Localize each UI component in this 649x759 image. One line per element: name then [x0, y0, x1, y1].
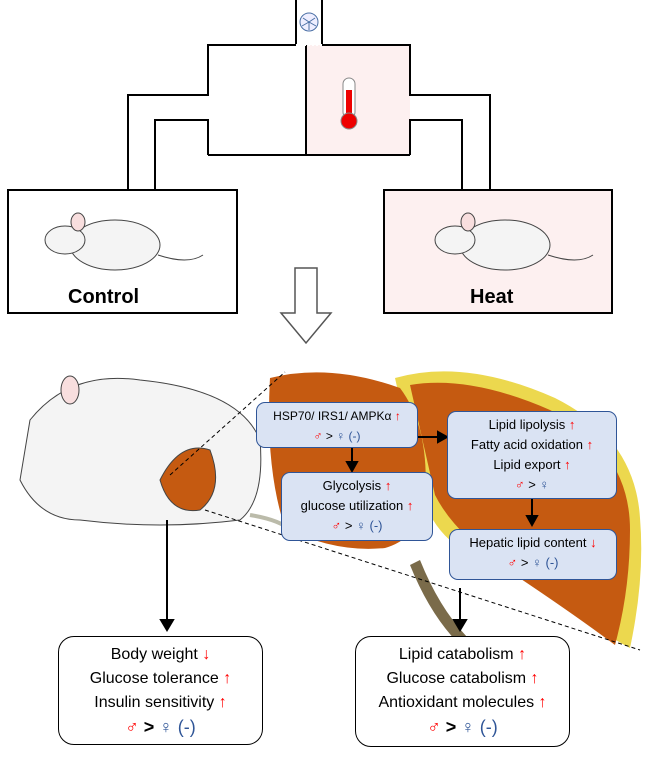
box-line: Lipid catabolism: [398, 646, 514, 663]
down-arrow-icon: ↓: [202, 646, 211, 663]
box-line: HSP70/ IRS1/ AMPKα: [273, 409, 392, 423]
up-arrow-icon: ↑: [218, 694, 227, 711]
sex-note: (-): [177, 717, 196, 737]
control-label: Control: [68, 286, 140, 308]
comparison: >: [143, 717, 155, 737]
female-icon: ♀: [539, 477, 550, 492]
male-icon: ♂: [331, 518, 342, 533]
box-line: glucose utilization: [300, 498, 404, 513]
male-icon: ♂: [125, 717, 139, 737]
mouse-with-liver-icon: [19, 375, 292, 532]
up-arrow-icon: ↑: [406, 498, 414, 513]
box-line: Glucose tolerance: [89, 670, 219, 687]
male-icon: ♂: [514, 477, 525, 492]
sex-note: (-): [348, 429, 361, 443]
fan-icon: [299, 12, 319, 32]
sex-note: (-): [369, 518, 383, 533]
box-line: Lipid export: [493, 457, 561, 472]
hepatic-lipid-box: Hepatic lipid content ↓ ♂ > ♀ (-): [449, 529, 617, 580]
comparison: >: [528, 477, 536, 492]
mouse-icon: [434, 212, 594, 271]
glycolysis-box: Glycolysis ↑ glucose utilization ↑ ♂ > ♀…: [281, 472, 433, 541]
male-icon: ♂: [427, 717, 441, 737]
mouse-icon: [44, 212, 204, 271]
up-arrow-icon: ↑: [586, 437, 594, 452]
chamber-ducts: [7, 0, 613, 314]
liver-summary-box: Lipid catabolism ↑ Glucose catabolism ↑ …: [355, 636, 570, 747]
box-line: Glucose catabolism: [386, 670, 527, 687]
up-arrow-icon: ↑: [394, 409, 401, 423]
up-arrow-icon: ↑: [564, 457, 571, 472]
heat-chamber: [306, 45, 410, 155]
up-arrow-icon: ↑: [223, 670, 232, 687]
female-icon: ♀: [532, 555, 542, 570]
zoom-lines: [169, 371, 641, 651]
comparison: >: [325, 429, 333, 443]
flow-arrows: [159, 430, 539, 632]
comparison: >: [344, 518, 353, 533]
box-line: Body weight: [110, 646, 198, 663]
up-arrow-icon: ↑: [518, 646, 527, 663]
box-line: Glycolysis: [322, 478, 382, 493]
female-icon: ♀: [356, 518, 366, 533]
box-line: Insulin sensitivity: [94, 694, 215, 711]
up-arrow-icon: ↑: [538, 694, 547, 711]
lipid-box: Lipid lipolysis ↑ Fatty acid oxidation ↑…: [447, 411, 617, 499]
female-icon: ♀: [159, 717, 173, 737]
male-icon: ♂: [313, 429, 323, 443]
female-icon: ♀: [336, 429, 346, 443]
up-arrow-icon: ↑: [568, 417, 576, 432]
sex-note: (-): [545, 555, 559, 570]
male-icon: ♂: [507, 555, 518, 570]
box-line: Lipid lipolysis: [488, 417, 566, 432]
box-line: Antioxidant molecules: [378, 694, 535, 711]
comparison: >: [445, 717, 457, 737]
signaling-box: HSP70/ IRS1/ AMPKα ↑ ♂ > ♀ (-): [256, 402, 418, 448]
sex-note: (-): [479, 717, 498, 737]
female-icon: ♀: [461, 717, 475, 737]
box-line: Fatty acid oxidation: [470, 437, 583, 452]
box-line: Hepatic lipid content: [469, 535, 587, 550]
down-arrow-icon: ↓: [590, 535, 597, 550]
up-arrow-icon: ↑: [530, 670, 539, 687]
hollow-down-arrow: [279, 267, 333, 345]
thermometer-icon: [340, 77, 358, 130]
up-arrow-icon: ↑: [384, 478, 392, 493]
whole-body-summary-box: Body weight ↓ Glucose tolerance ↑ Insuli…: [58, 636, 263, 745]
comparison: >: [520, 555, 529, 570]
heat-label: Heat: [470, 286, 514, 308]
